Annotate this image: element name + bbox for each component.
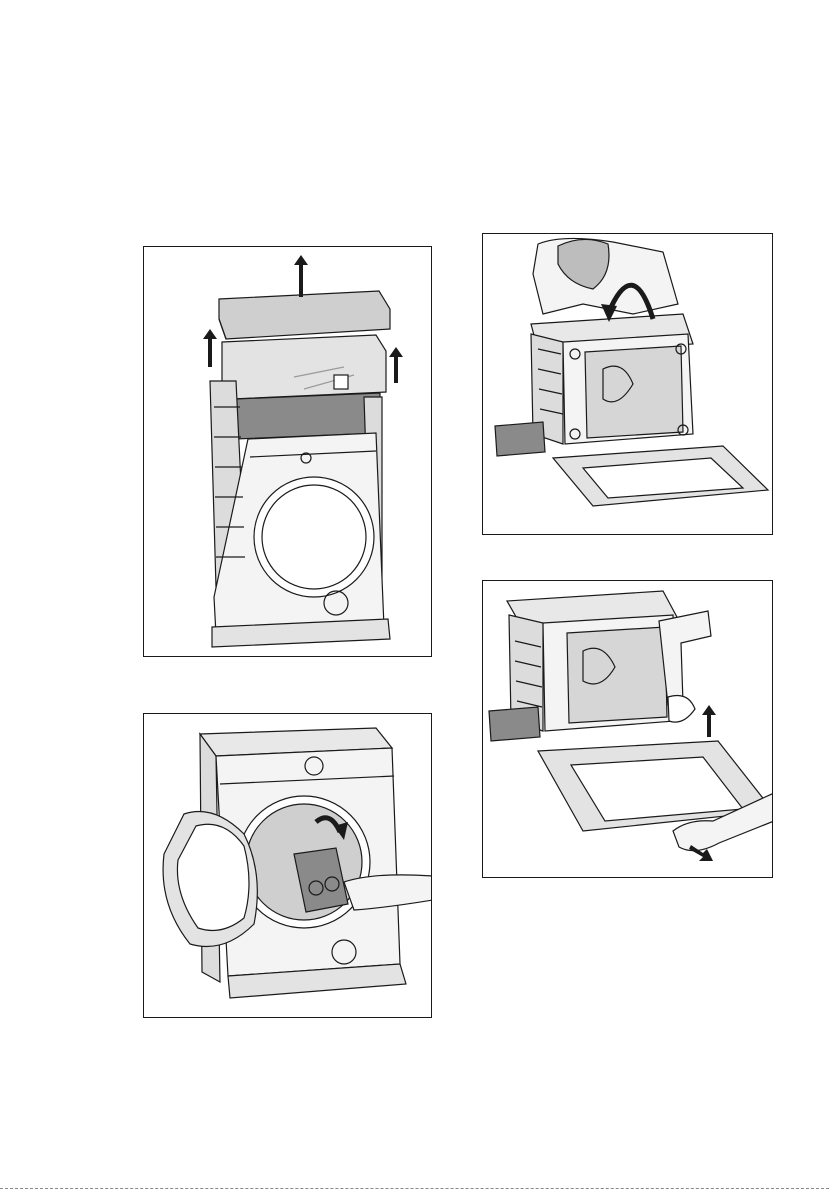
page-bottom-rule <box>0 1188 829 1189</box>
figure-remove-base <box>482 580 773 878</box>
remove-drum-insert-illustration <box>144 714 432 1018</box>
figure-remove-packaging <box>143 246 432 657</box>
remove-packaging-illustration <box>144 247 432 657</box>
figure-tilt-machine <box>482 233 773 535</box>
tilt-machine-illustration <box>483 234 773 535</box>
figure-remove-drum-insert <box>143 713 432 1018</box>
remove-base-illustration <box>483 581 773 878</box>
